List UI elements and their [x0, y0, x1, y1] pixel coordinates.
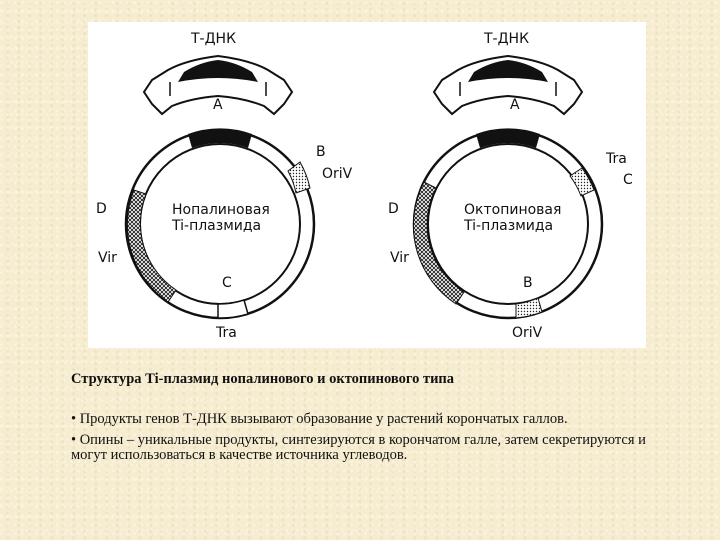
right-tdna-arrow — [432, 54, 584, 116]
plasmid-diagram: Т-ДНК A B OriV D Нопалиновая Ti-плазмида… — [96, 31, 633, 341]
left-tdna-label: Т-ДНК — [190, 31, 236, 47]
right-a-label: A — [510, 97, 520, 113]
right-name-line2: Ti-плазмида — [463, 218, 553, 234]
right-segment-a — [476, 128, 540, 148]
left-name-line1: Нопалиновая — [172, 202, 270, 218]
right-plasmid: Т-ДНК A Tra C D Октопиновая Ti-плазмида … — [388, 31, 633, 341]
right-segment-tra — [569, 167, 595, 197]
left-a-label: A — [213, 97, 223, 113]
left-segment-a — [188, 128, 252, 148]
right-c-label: C — [623, 172, 633, 188]
right-oriv-label: OriV — [512, 325, 543, 341]
right-ring-inner — [427, 143, 589, 305]
left-c-label: C — [222, 275, 232, 291]
left-tra-label: Tra — [215, 325, 237, 341]
right-vir-label: Vir — [390, 250, 409, 266]
figure-caption: Структура Ti-плазмид нопалинового и окто… — [71, 371, 455, 387]
left-segment-b — [287, 161, 311, 194]
right-tdna-label: Т-ДНК — [483, 31, 529, 47]
right-segment-b — [515, 297, 543, 319]
left-b-label: B — [316, 144, 326, 160]
bullet-item: • Опины – уникальные продукты, синтезиру… — [71, 432, 646, 463]
left-segment-c — [217, 299, 249, 319]
left-tdna-arrow — [142, 54, 294, 116]
right-d-label: D — [388, 201, 399, 217]
bullet-item: • Продукты генов Т-ДНК вызывают образова… — [71, 411, 568, 427]
right-segment-vir — [412, 181, 465, 305]
left-d-label: D — [96, 201, 107, 217]
left-vir-label: Vir — [98, 250, 117, 266]
left-segment-vir — [126, 189, 177, 303]
bullet-list: • Продукты генов Т-ДНК вызывают образова… — [71, 412, 671, 469]
left-plasmid: Т-ДНК A B OriV D Нопалиновая Ti-плазмида… — [96, 31, 353, 341]
right-name-line1: Октопиновая — [464, 202, 561, 218]
right-tra-label: Tra — [605, 151, 627, 167]
plasmid-figure: Т-ДНК A B OriV D Нопалиновая Ti-плазмида… — [88, 22, 646, 348]
right-b-label: B — [523, 275, 533, 291]
left-name-line2: Ti-плазмида — [171, 218, 261, 234]
left-oriv-label: OriV — [322, 166, 353, 182]
